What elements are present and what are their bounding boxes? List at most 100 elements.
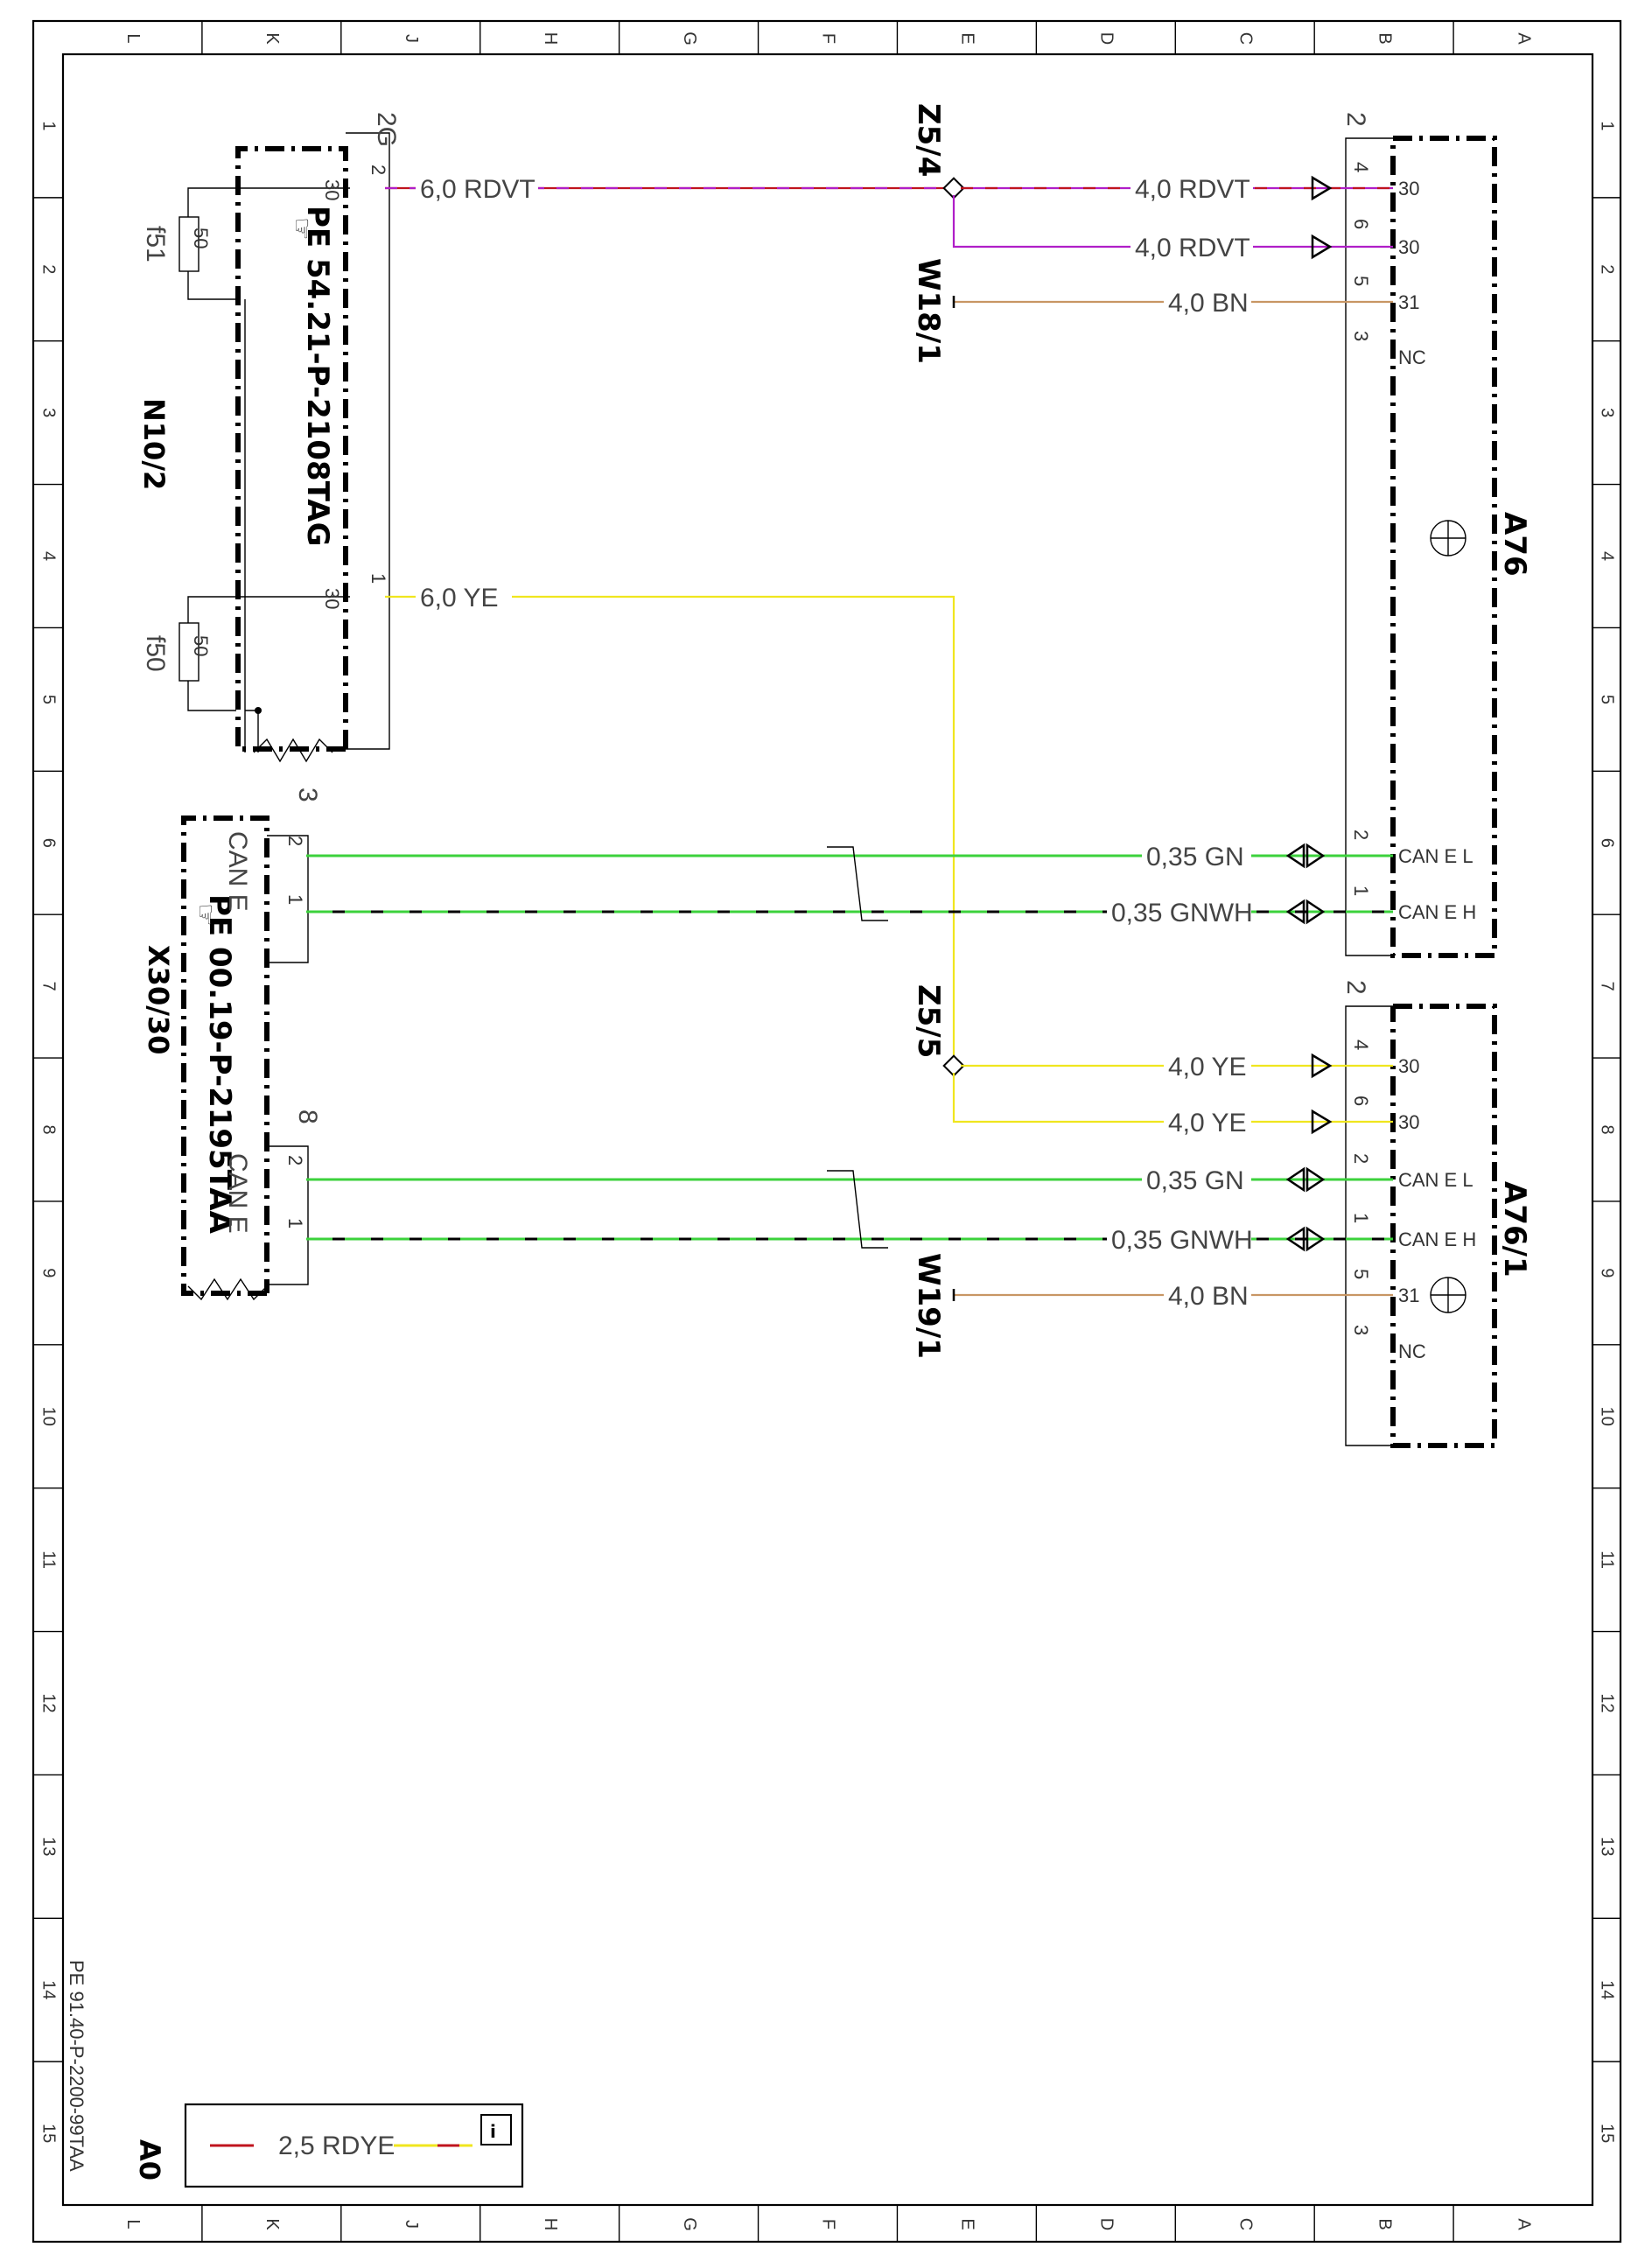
- grid-column-label: K: [262, 32, 282, 45]
- svg-text:2: 2: [284, 1155, 306, 1166]
- x30-30-ref[interactable]: PE 00.19-P-2195TAA: [202, 894, 237, 1235]
- svg-text:30: 30: [321, 588, 343, 609]
- wire-label: 4,0 YE: [1168, 1109, 1247, 1138]
- grid-row-label: 10: [39, 1407, 59, 1426]
- grid-row-label: 13: [1598, 1837, 1617, 1856]
- svg-text:31: 31: [1398, 1284, 1419, 1306]
- svg-text:30: 30: [321, 179, 343, 200]
- doc-hand-icon: ☞: [191, 903, 220, 927]
- module-n10-2[interactable]: PE 54.21-P-2108TAG N10/2 ☞ 2G 50 f51 50 …: [137, 112, 401, 763]
- svg-text:50: 50: [190, 228, 212, 248]
- n10-2-connector-box: [346, 132, 390, 750]
- legend-wire-label: 2,5 RDYE: [278, 2132, 395, 2160]
- motor-icon: [1430, 520, 1466, 556]
- harness-w18-1-label: W18/1: [911, 258, 946, 364]
- legend-label: A0: [133, 2139, 166, 2180]
- svg-text:30: 30: [1398, 178, 1419, 200]
- f50-lead-bottom: [187, 681, 236, 711]
- splice-z5-5-label: Z5/5: [911, 984, 946, 1058]
- harness-w19-1-label: W19/1: [911, 1253, 946, 1359]
- grid-column-label: K: [262, 2218, 282, 2230]
- connector-x30-30[interactable]: PE 00.19-P-2195TAA X30/30 ☞ CAN E CAN E …: [142, 788, 322, 1301]
- svg-text:4: 4: [1350, 1040, 1372, 1050]
- grid-column-label: L: [123, 33, 143, 43]
- svg-text:2: 2: [1341, 112, 1370, 127]
- wire-label: 6,0 YE: [420, 584, 499, 612]
- module-a76[interactable]: A76 2: [1341, 112, 1532, 958]
- inner-frame: [61, 52, 1594, 2207]
- grid-row-label: 1: [39, 121, 59, 130]
- wire-labels: 6,0 RDVT 4,0 RDVT 4,0 RDVT 4,0 BN 6,0 YE…: [416, 172, 1253, 1311]
- grid-row-label: 1: [1598, 121, 1617, 130]
- svg-text:3: 3: [293, 788, 322, 802]
- grid-row-label: 6: [39, 838, 59, 848]
- grid-row-label: 2: [1598, 264, 1617, 274]
- n10-2-ref[interactable]: PE 54.21-P-2108TAG: [300, 206, 335, 546]
- svg-text:3: 3: [1350, 1325, 1372, 1335]
- svg-text:2: 2: [368, 164, 389, 175]
- svg-text:30: 30: [1398, 1055, 1419, 1077]
- splice-z5-5[interactable]: [942, 1054, 965, 1077]
- grid-row-label: 11: [1598, 1550, 1617, 1569]
- grid-column-label: D: [1097, 2218, 1116, 2230]
- grid-column-label: C: [1236, 2218, 1255, 2230]
- grid-row-label: 7: [1598, 982, 1617, 991]
- grid-row-label: 4: [1598, 551, 1617, 561]
- grid-column-label: H: [541, 32, 560, 45]
- svg-text:CAN E L: CAN E L: [1398, 1169, 1474, 1191]
- f51-fuse[interactable]: [178, 216, 200, 272]
- info-icon[interactable]: [480, 2114, 512, 2146]
- grid-column-label: J: [402, 2220, 421, 2229]
- grid-row-label: 15: [39, 2124, 59, 2143]
- grid-row-label: 12: [39, 1693, 59, 1712]
- a76-boundary: [1390, 136, 1497, 958]
- svg-text:1: 1: [284, 894, 306, 905]
- grid-column-label: C: [1236, 32, 1255, 45]
- svg-text:6: 6: [1350, 219, 1372, 229]
- n10-2-connector-label: 2G: [372, 112, 401, 147]
- f50-lead-top: [187, 596, 236, 623]
- svg-text:2: 2: [1350, 830, 1372, 840]
- module-a76-1[interactable]: A76/1 2: [1341, 980, 1532, 1448]
- svg-text:3: 3: [1350, 331, 1372, 341]
- grid-column-label: H: [541, 2218, 560, 2230]
- x30-30-boundary: [181, 816, 270, 1296]
- wire-label: 4,0 BN: [1168, 1282, 1249, 1311]
- svg-text:CAN E: CAN E: [223, 831, 252, 912]
- f50-fuse[interactable]: [178, 622, 200, 682]
- grid-column-label: G: [680, 32, 699, 46]
- svg-text:1: 1: [1350, 886, 1372, 896]
- svg-text:8: 8: [293, 1110, 322, 1124]
- grid-column-label: B: [1375, 2218, 1394, 2230]
- n10-2-name: N10/2: [137, 398, 171, 490]
- wire-ye-6[interactable]: [385, 595, 956, 1066]
- wire-label: 0,35 GNWH: [1111, 1226, 1253, 1255]
- svg-text:2: 2: [1341, 980, 1370, 995]
- grid-row-label: 2: [39, 264, 59, 274]
- grid-column-label: B: [1375, 32, 1394, 44]
- wire-label: 6,0 RDVT: [420, 175, 536, 204]
- twisted-pair-mark: [827, 1170, 888, 1249]
- f51-label: f51: [141, 226, 170, 262]
- svg-text:NC: NC: [1398, 1340, 1426, 1362]
- doc-hand-icon: ☞: [287, 217, 316, 241]
- splice-z5-4[interactable]: [942, 177, 965, 200]
- a76-1-name: A76/1: [1497, 1181, 1532, 1278]
- grid-row-label: 8: [1598, 1124, 1617, 1134]
- wire-label: 0,35 GNWH: [1111, 899, 1253, 928]
- harness-labels: Z5/4 W18/1 Z5/5 W19/1: [911, 103, 946, 1359]
- a76-1-boundary: [1390, 1004, 1497, 1448]
- grid-row-label: 13: [39, 1837, 59, 1856]
- a76-pins: 4 6 5 3 2 1 30 30 31 NC CAN E L CAN E H: [1350, 162, 1476, 923]
- svg-text:2: 2: [1350, 1153, 1372, 1164]
- connector-arrows: [1285, 175, 1333, 1252]
- n10-2-boundary: [235, 146, 348, 752]
- grid-row-label: 5: [1598, 695, 1617, 704]
- svg-text:1: 1: [284, 1218, 306, 1228]
- grid-row-label: 7: [39, 982, 59, 991]
- outer-frame: [32, 19, 1622, 2244]
- grid-row-label: 3: [39, 408, 59, 417]
- f51-lead-bottom: [187, 271, 236, 300]
